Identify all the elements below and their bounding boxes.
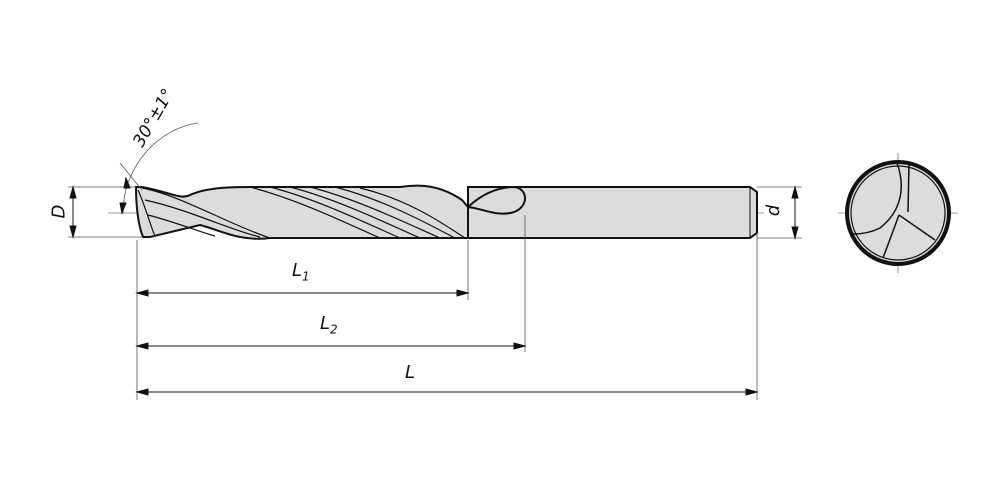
L2-label: L2 — [320, 313, 338, 337]
L1-sub: 1 — [302, 269, 310, 284]
flute-runout — [467, 185, 526, 215]
drill-body — [134, 184, 469, 240]
L-label: L — [405, 362, 416, 383]
L2-sub: 2 — [330, 322, 338, 337]
extension-lines — [68, 162, 802, 400]
L1-label: L1 — [292, 260, 310, 284]
end-view — [838, 153, 958, 273]
L2-main: L — [320, 313, 331, 334]
diameter-D-label: D — [48, 204, 70, 219]
L1-main: L — [292, 260, 303, 281]
dimension-lines — [69, 122, 799, 396]
flute-lines — [137, 186, 466, 239]
diameter-d-label: d — [763, 204, 785, 217]
